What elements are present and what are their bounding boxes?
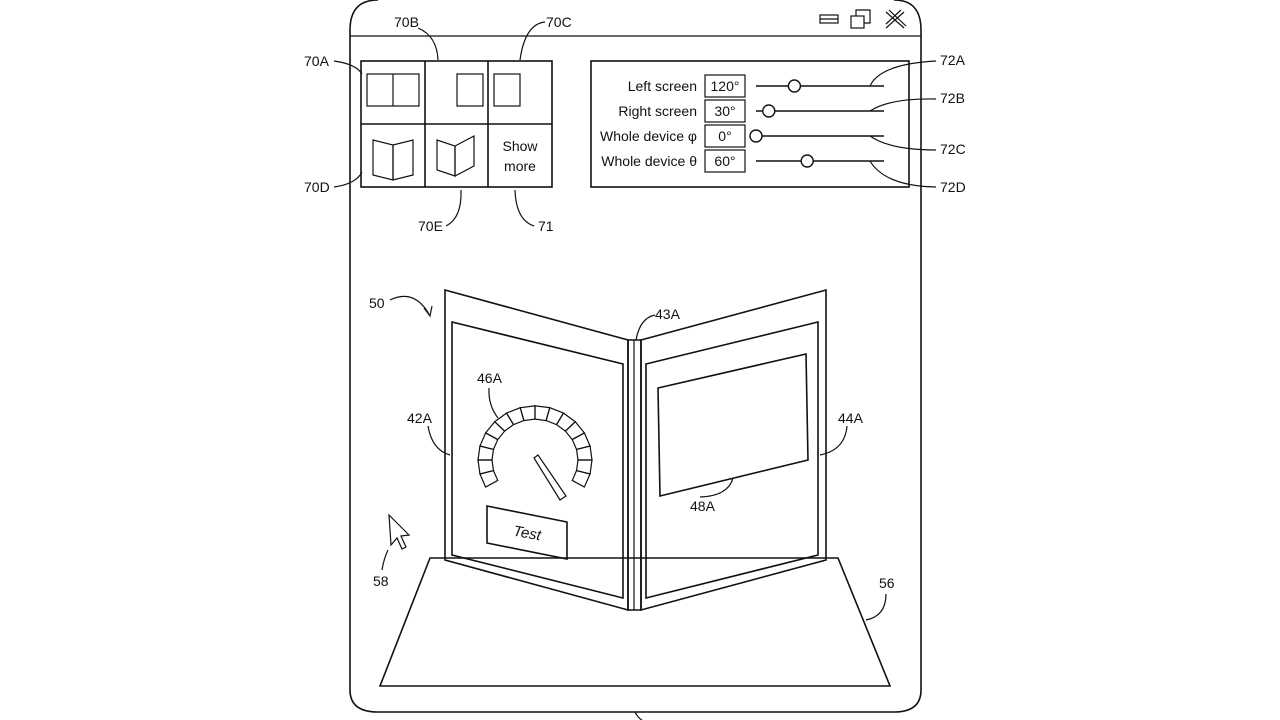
angle-value-field[interactable] bbox=[704, 149, 746, 173]
control-label: Whole device θ bbox=[601, 153, 697, 169]
cursor-arrow-icon bbox=[388, 513, 411, 550]
ref-43a: 43A bbox=[655, 306, 681, 322]
minimize-icon[interactable] bbox=[819, 14, 839, 24]
gauge-segment bbox=[545, 406, 565, 426]
right-screen-panel bbox=[640, 288, 827, 612]
ref-70e: 70E bbox=[418, 218, 443, 234]
ref-50: 50 bbox=[369, 295, 385, 311]
ref-42a: 42A bbox=[407, 410, 433, 426]
angle-value: 0° bbox=[718, 128, 731, 144]
angle-control-panel bbox=[590, 60, 910, 188]
ref-70c: 70C bbox=[546, 14, 572, 30]
leader-48a bbox=[699, 477, 734, 498]
leader-72c bbox=[869, 135, 937, 151]
gauge-segment bbox=[519, 405, 536, 422]
control-label: Right screen bbox=[618, 103, 697, 119]
restore-icon[interactable] bbox=[850, 9, 871, 29]
ref-58: 58 bbox=[373, 573, 389, 589]
leader-70e bbox=[445, 189, 462, 227]
device-stand bbox=[378, 557, 892, 687]
leader-50-arrowhead bbox=[423, 305, 433, 318]
angle-value: 60° bbox=[714, 153, 735, 169]
gauge-segment bbox=[534, 405, 551, 422]
gauge-needle bbox=[533, 454, 567, 501]
leader-56 bbox=[865, 593, 887, 621]
slider-knob[interactable] bbox=[800, 154, 814, 168]
ref-56: 56 bbox=[879, 575, 895, 591]
gauge-segment bbox=[571, 469, 591, 488]
layout-button-70d[interactable] bbox=[372, 139, 414, 181]
slider-knob[interactable] bbox=[749, 129, 763, 143]
leader-bottom bbox=[634, 711, 643, 720]
leader-70a bbox=[333, 60, 363, 75]
show-more-line1: Show bbox=[502, 138, 538, 154]
layout-button-70a[interactable] bbox=[366, 73, 420, 107]
layout-button-70c[interactable] bbox=[493, 73, 521, 107]
left-screen-display bbox=[451, 320, 624, 600]
ref-70a: 70A bbox=[304, 53, 330, 69]
show-more-button[interactable]: Show more bbox=[502, 138, 538, 174]
slider-knob[interactable] bbox=[787, 79, 802, 93]
leader-70d bbox=[333, 171, 363, 188]
control-label: Whole device φ bbox=[600, 128, 697, 144]
leader-70b bbox=[417, 27, 439, 61]
gauge-segment bbox=[484, 420, 506, 441]
leader-43a bbox=[635, 314, 656, 341]
leader-72a bbox=[869, 60, 937, 87]
ref-70d: 70D bbox=[304, 179, 330, 195]
leader-72d bbox=[869, 160, 937, 188]
ref-72a: 72A bbox=[940, 52, 966, 68]
layout-button-70e[interactable] bbox=[436, 135, 475, 177]
gauge-segment bbox=[493, 412, 515, 432]
close-icon[interactable] bbox=[885, 9, 907, 29]
ref-70b: 70B bbox=[394, 14, 419, 30]
ref-46a: 46A bbox=[477, 370, 503, 386]
leader-46a bbox=[488, 387, 499, 419]
content-window bbox=[657, 352, 809, 498]
window-frame bbox=[349, 0, 922, 713]
layout-button-grid bbox=[360, 60, 553, 188]
angle-value-field[interactable] bbox=[704, 99, 746, 123]
gauge-segment bbox=[479, 432, 499, 451]
angle-value-field[interactable] bbox=[704, 124, 746, 148]
leader-70c bbox=[519, 21, 546, 61]
gauge-segment bbox=[477, 459, 495, 475]
angle-value-field[interactable] bbox=[704, 74, 746, 98]
ref-72d: 72D bbox=[940, 179, 966, 195]
angle-value: 120° bbox=[711, 78, 740, 94]
show-more-line2: more bbox=[504, 158, 536, 174]
layout-button-70b[interactable] bbox=[456, 73, 484, 107]
leader-71 bbox=[514, 189, 535, 227]
leader-44a bbox=[819, 425, 848, 456]
leader-50 bbox=[389, 295, 431, 317]
test-button-label: Test bbox=[512, 523, 543, 545]
ref-48a: 48A bbox=[690, 498, 716, 514]
slider-knob[interactable] bbox=[762, 104, 776, 118]
gauge-segment bbox=[564, 420, 586, 441]
left-screen-panel bbox=[444, 288, 629, 612]
ref-72b: 72B bbox=[940, 90, 965, 106]
ref-72c: 72C bbox=[940, 141, 966, 157]
test-button[interactable]: Test bbox=[486, 505, 568, 560]
leader-42a bbox=[427, 425, 451, 456]
control-label: Left screen bbox=[628, 78, 697, 94]
gauge-segment bbox=[575, 445, 593, 461]
right-screen-display bbox=[645, 320, 819, 600]
leader-58 bbox=[381, 549, 389, 571]
ref-71: 71 bbox=[538, 218, 554, 234]
gauge-segment bbox=[575, 459, 593, 475]
gauge-segment bbox=[477, 445, 495, 461]
gauge-icon bbox=[477, 405, 593, 501]
ref-44a: 44A bbox=[838, 410, 864, 426]
gauge-segment bbox=[555, 412, 577, 432]
angle-value: 30° bbox=[714, 103, 735, 119]
leader-72b bbox=[869, 98, 937, 112]
